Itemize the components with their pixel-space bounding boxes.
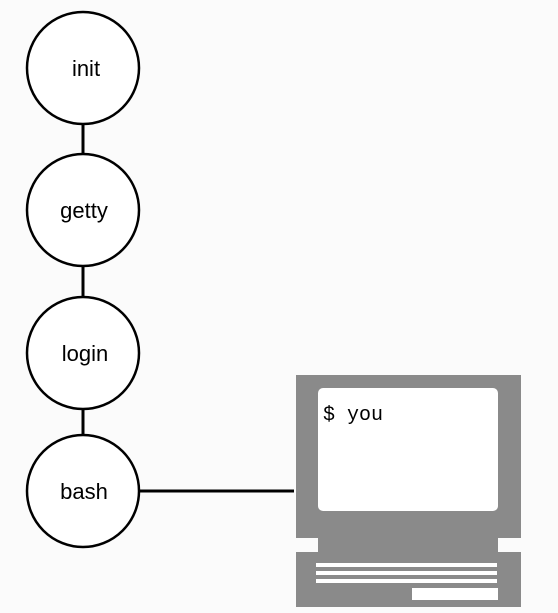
node-label-login: login [62,341,108,366]
node-circle [25,152,141,268]
node-circle [25,295,141,411]
node-label-init: init [72,56,100,81]
node-circle [25,433,141,549]
terminal-screen [318,388,498,511]
terminal-icon: $ you [296,375,521,607]
process-node-getty: getty [25,152,141,268]
process-node-login: login [25,295,141,411]
keyboard-key-row [316,563,497,567]
keyboard-key-row [316,571,497,575]
terminal-prompt-text: $ you [323,404,383,427]
process-node-init: init [25,10,141,126]
process-node-bash: bash [25,433,141,549]
node-circle [25,10,141,126]
keyboard-key-row [316,579,497,583]
terminal-disk-slot [412,588,498,600]
node-label-bash: bash [60,479,108,504]
node-label-getty: getty [60,198,108,223]
terminal-neck [318,538,498,552]
